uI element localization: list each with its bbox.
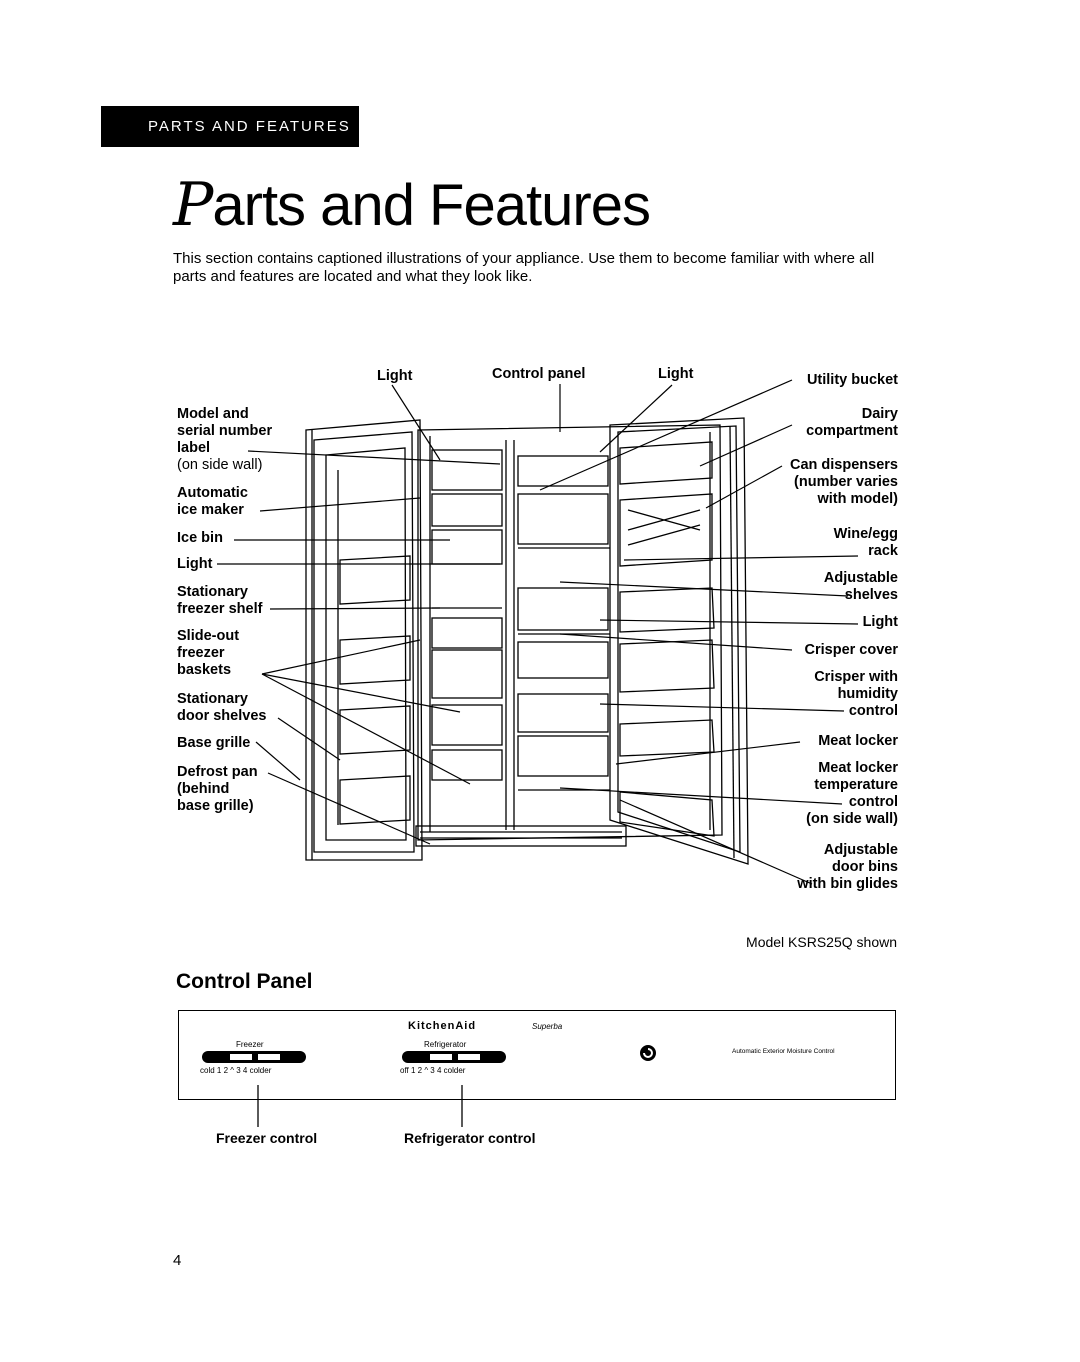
control-panel-box	[178, 1010, 896, 1100]
control-panel-heading: Control Panel	[176, 970, 313, 993]
label-base-grille: Base grille	[177, 735, 251, 751]
freezer-door	[305, 419, 423, 861]
label-light-right: Light	[862, 614, 898, 630]
label-adjustable-shelves: Adjustable shelves	[823, 570, 898, 603]
label-adjustable-door-bins: Adjustable door bins with bin glides	[797, 842, 898, 892]
cabinet	[417, 424, 723, 841]
brand-sub-logo: Superba	[532, 1022, 563, 1031]
control-leader-lines	[257, 1085, 463, 1127]
label-wine-egg-rack: Wine/egg rack	[833, 526, 898, 559]
refrigerator-dial-title: Refrigerator	[424, 1040, 467, 1049]
freezer-scale: cold 1 2 ^ 3 4 colder	[200, 1066, 272, 1075]
freezer-slider[interactable]	[200, 1048, 310, 1066]
label-ice-bin: Ice bin	[177, 530, 223, 546]
label-dairy-compartment: Dairy compartment	[806, 406, 898, 439]
intro-text: This section contains captioned illustra…	[173, 250, 875, 285]
label-crisper-humidity: Crisper with humidity control	[814, 669, 898, 719]
refrigerator-scale: off 1 2 ^ 3 4 colder	[400, 1066, 466, 1075]
label-utility-bucket: Utility bucket	[806, 372, 898, 388]
label-crisper-cover: Crisper cover	[804, 642, 899, 658]
label-meat-locker: Meat locker	[818, 733, 898, 749]
moisture-control-label: Automatic Exterior Moisture Control	[732, 1048, 835, 1055]
title-initial: P	[173, 170, 213, 240]
label-light-top-left: Light	[377, 368, 413, 384]
section-tab: PARTS AND FEATURES	[101, 106, 359, 147]
label-can-dispensers: Can dispensers (number varies with model…	[790, 457, 898, 507]
page-title: Parts and Features	[173, 170, 651, 240]
label-stationary-door-shelves: Stationary door shelves	[177, 691, 267, 724]
label-light-left: Light	[177, 556, 213, 572]
moisture-control-button[interactable]	[638, 1043, 658, 1063]
label-defrost-pan: Defrost pan (behind base grille)	[177, 764, 258, 814]
label-meat-locker-temp-control: Meat locker temperature control (on side…	[806, 760, 898, 827]
label-control-panel: Control panel	[492, 366, 586, 382]
label-slide-out-baskets: Slide-out freezer baskets	[177, 628, 240, 678]
refrigerator-control-label: Refrigerator control	[404, 1130, 536, 1146]
label-stationary-freezer-shelf: Stationary freezer shelf	[177, 584, 263, 617]
refrigerator-slider[interactable]	[400, 1048, 510, 1066]
label-automatic-ice-maker: Automatic ice maker	[177, 485, 248, 518]
label-on-side-wall-left: (on side wall)	[177, 457, 263, 473]
brand-logo: KitchenAid	[408, 1020, 477, 1032]
freezer-dial-title: Freezer	[236, 1040, 264, 1049]
diagram-caption: Model KSRS25Q shown	[746, 934, 897, 950]
label-model-serial: Model and serial number label	[177, 406, 273, 456]
page-number: 4	[173, 1252, 182, 1269]
title-rest: arts and Features	[212, 173, 651, 238]
freezer-control-label: Freezer control	[216, 1130, 318, 1146]
label-light-top-right: Light	[658, 366, 694, 382]
